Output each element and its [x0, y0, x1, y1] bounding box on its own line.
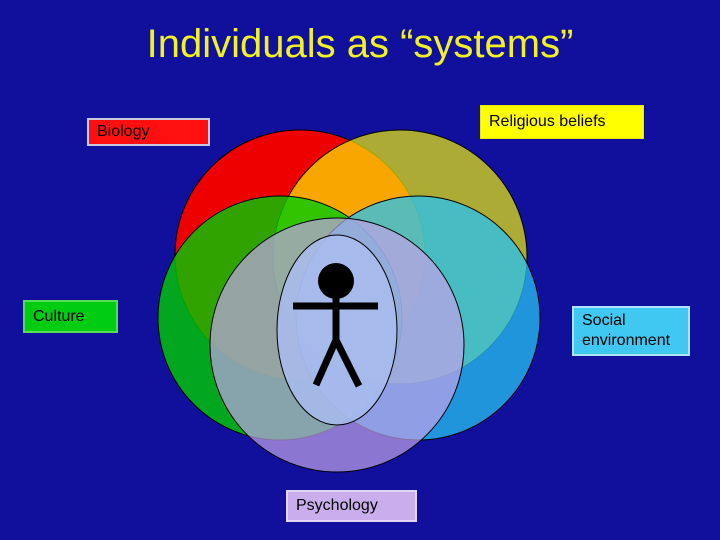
stick-figure-icon	[293, 263, 378, 388]
stick-figure-head	[318, 263, 354, 299]
psychology-label: Psychology	[286, 490, 417, 522]
biology-label: Biology	[87, 118, 210, 146]
religious-beliefs-label: Religious beliefs	[480, 105, 644, 139]
slide-title: Individuals as “systems”	[146, 22, 574, 66]
stick-figure-left-leg	[312, 338, 340, 387]
culture-label: Culture	[23, 300, 118, 333]
social-environment-label: Social environment	[572, 306, 690, 356]
stick-figure-right-leg	[332, 338, 363, 388]
